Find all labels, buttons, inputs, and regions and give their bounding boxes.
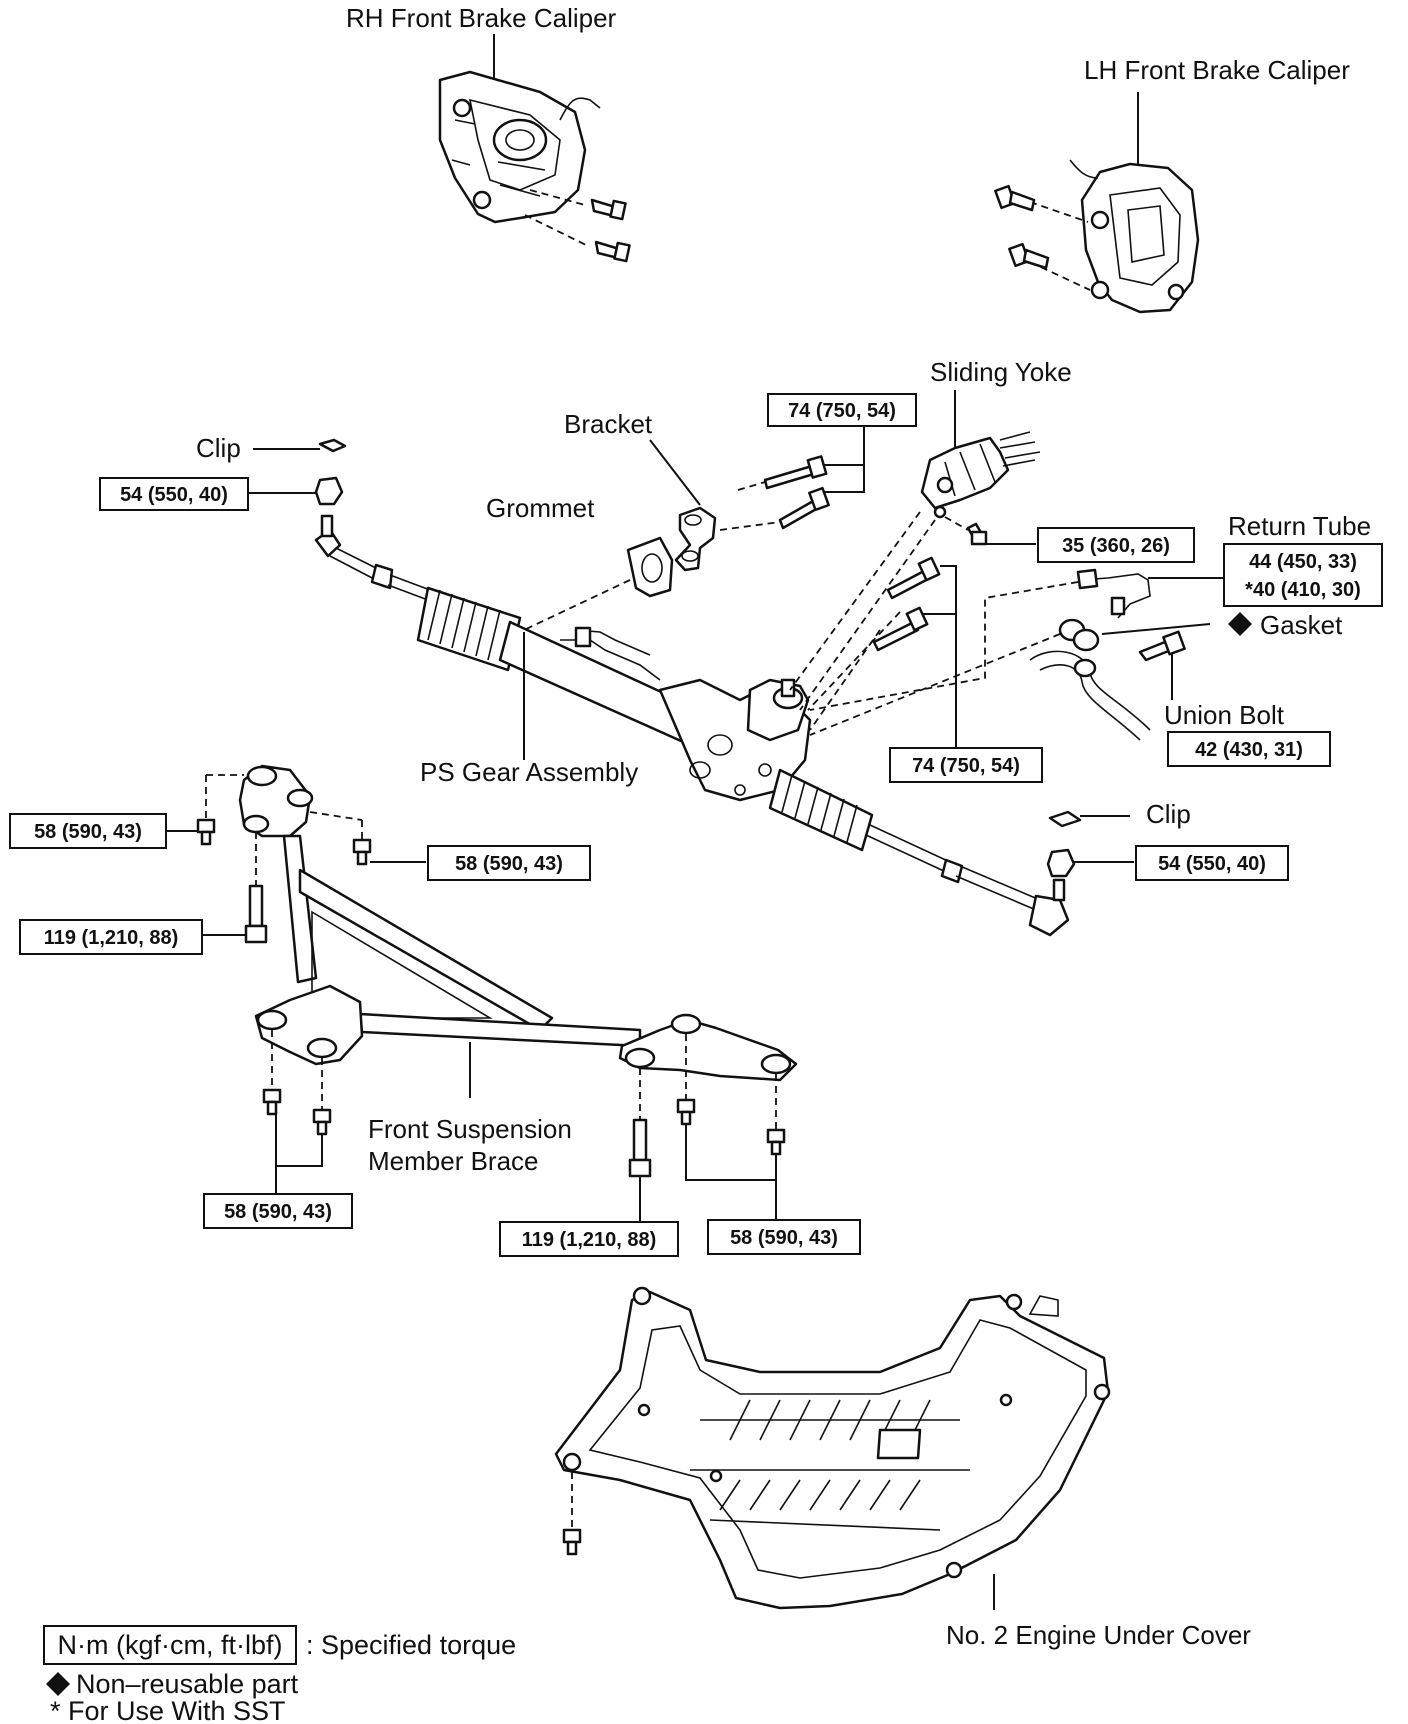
union-bolt-label: Union Bolt: [1164, 700, 1285, 730]
bracket-label: Bracket: [564, 409, 653, 439]
legend-torque-desc: : Specified torque: [306, 1630, 516, 1660]
torque-tie-rod-nut-right-value: 54 (550, 40): [1158, 853, 1266, 875]
torque-brace-stud-left: 119 (1,210, 88): [19, 919, 246, 955]
torque-brace-stud-right: 119 (1,210, 88): [499, 1176, 679, 1257]
torque-gear-bolts-value: 74 (750, 54): [912, 755, 1020, 777]
torque-yoke-bolt-value: 35 (360, 26): [1062, 535, 1170, 557]
union-bolt-group: Union Bolt 42 (430, 31): [1029, 630, 1331, 767]
torque-brace-top-left-value: 58 (590, 43): [34, 821, 142, 843]
torque-brace-stud-right-value: 119 (1,210, 88): [522, 1229, 657, 1251]
legend-sst: * For Use With SST: [50, 1696, 286, 1724]
torque-brace-bottom-left: 58 (590, 43): [203, 1114, 353, 1229]
torque-gear-bolts: 74 (750, 54): [872, 556, 1043, 783]
return-tube-group: Return Tube 44 (450, 33) *40 (410, 30): [1076, 511, 1383, 619]
sliding-yoke-group: Sliding Yoke: [920, 357, 1072, 531]
torque-brace-top-left: 58 (590, 43): [9, 813, 198, 849]
under-cover-label-group: No. 2 Engine Under Cover: [946, 1574, 1251, 1650]
lh-caliper-label: LH Front Brake Caliper: [1084, 55, 1350, 85]
torque-yoke-bolt: 35 (360, 26): [966, 522, 1195, 563]
bracket-group: Bracket: [564, 409, 717, 572]
torque-brace-stud-left-value: 119 (1,210, 88): [44, 927, 179, 949]
torque-brace-top-right-value: 58 (590, 43): [455, 853, 563, 875]
clip-top-label: Clip: [196, 433, 241, 463]
torque-bracket-bolts-value: 74 (750, 54): [788, 400, 896, 422]
clip-right-group: Clip: [1048, 799, 1191, 829]
clip-top-group: Clip: [196, 433, 347, 463]
under-cover-label: No. 2 Engine Under Cover: [946, 1620, 1251, 1650]
torque-bracket-bolts: 74 (750, 54): [719, 393, 917, 531]
gasket-group: Gasket: [1058, 610, 1343, 652]
brace-label-line2: Member Brace: [368, 1146, 539, 1176]
brace-bolts: [196, 818, 786, 1178]
nonreusable-diamond-icon: [1228, 612, 1252, 636]
legend: N·m (kgf·cm, ft·lbf) : Specified torque …: [43, 1625, 516, 1724]
torque-brace-bottom-right-value: 58 (590, 43): [730, 1227, 838, 1249]
ps-gear-assembly-drawing: [314, 514, 1070, 937]
torque-tie-rod-nut-left: 54 (550, 40): [99, 476, 344, 511]
gasket-label: Gasket: [1260, 610, 1343, 640]
under-cover-drawing: [554, 1286, 1111, 1610]
ps-gear-assembly-label: PS Gear Assembly: [420, 757, 638, 787]
legend-torque-unit: N·m (kgf·cm, ft·lbf): [58, 1630, 283, 1660]
torque-brace-bottom-left-value: 58 (590, 43): [224, 1201, 332, 1223]
rh-caliper-drawing: RH Front Brake Caliper: [346, 3, 631, 263]
torque-return-tube-2: *40 (410, 30): [1245, 579, 1361, 601]
grommet-group: Grommet: [486, 493, 674, 631]
torque-brace-bottom-right: 58 (590, 43): [685, 1124, 861, 1255]
rh-caliper-label: RH Front Brake Caliper: [346, 3, 617, 33]
ps-gear-label-group: PS Gear Assembly: [420, 632, 638, 787]
sliding-yoke-label: Sliding Yoke: [930, 357, 1072, 387]
lh-caliper-drawing: LH Front Brake Caliper: [994, 55, 1350, 314]
torque-tie-rod-nut-right: 54 (550, 40): [1046, 845, 1289, 881]
torque-brace-top-right: 58 (590, 43): [370, 845, 591, 881]
torque-tie-rod-nut-left-value: 54 (550, 40): [120, 484, 228, 506]
legend-diamond-icon: [46, 1672, 70, 1696]
grommet-label: Grommet: [486, 493, 595, 523]
torque-union-bolt-value: 42 (430, 31): [1195, 739, 1303, 761]
brace-label-line1: Front Suspension: [368, 1114, 572, 1144]
brace-drawing: [238, 764, 798, 1082]
brace-label-group: Front Suspension Member Brace: [368, 1042, 572, 1176]
legend-nonreusable: Non–reusable part: [76, 1669, 299, 1699]
torque-return-tube-1: 44 (450, 33): [1249, 551, 1357, 573]
clip-right-label: Clip: [1146, 799, 1191, 829]
return-tube-label: Return Tube: [1228, 511, 1371, 541]
